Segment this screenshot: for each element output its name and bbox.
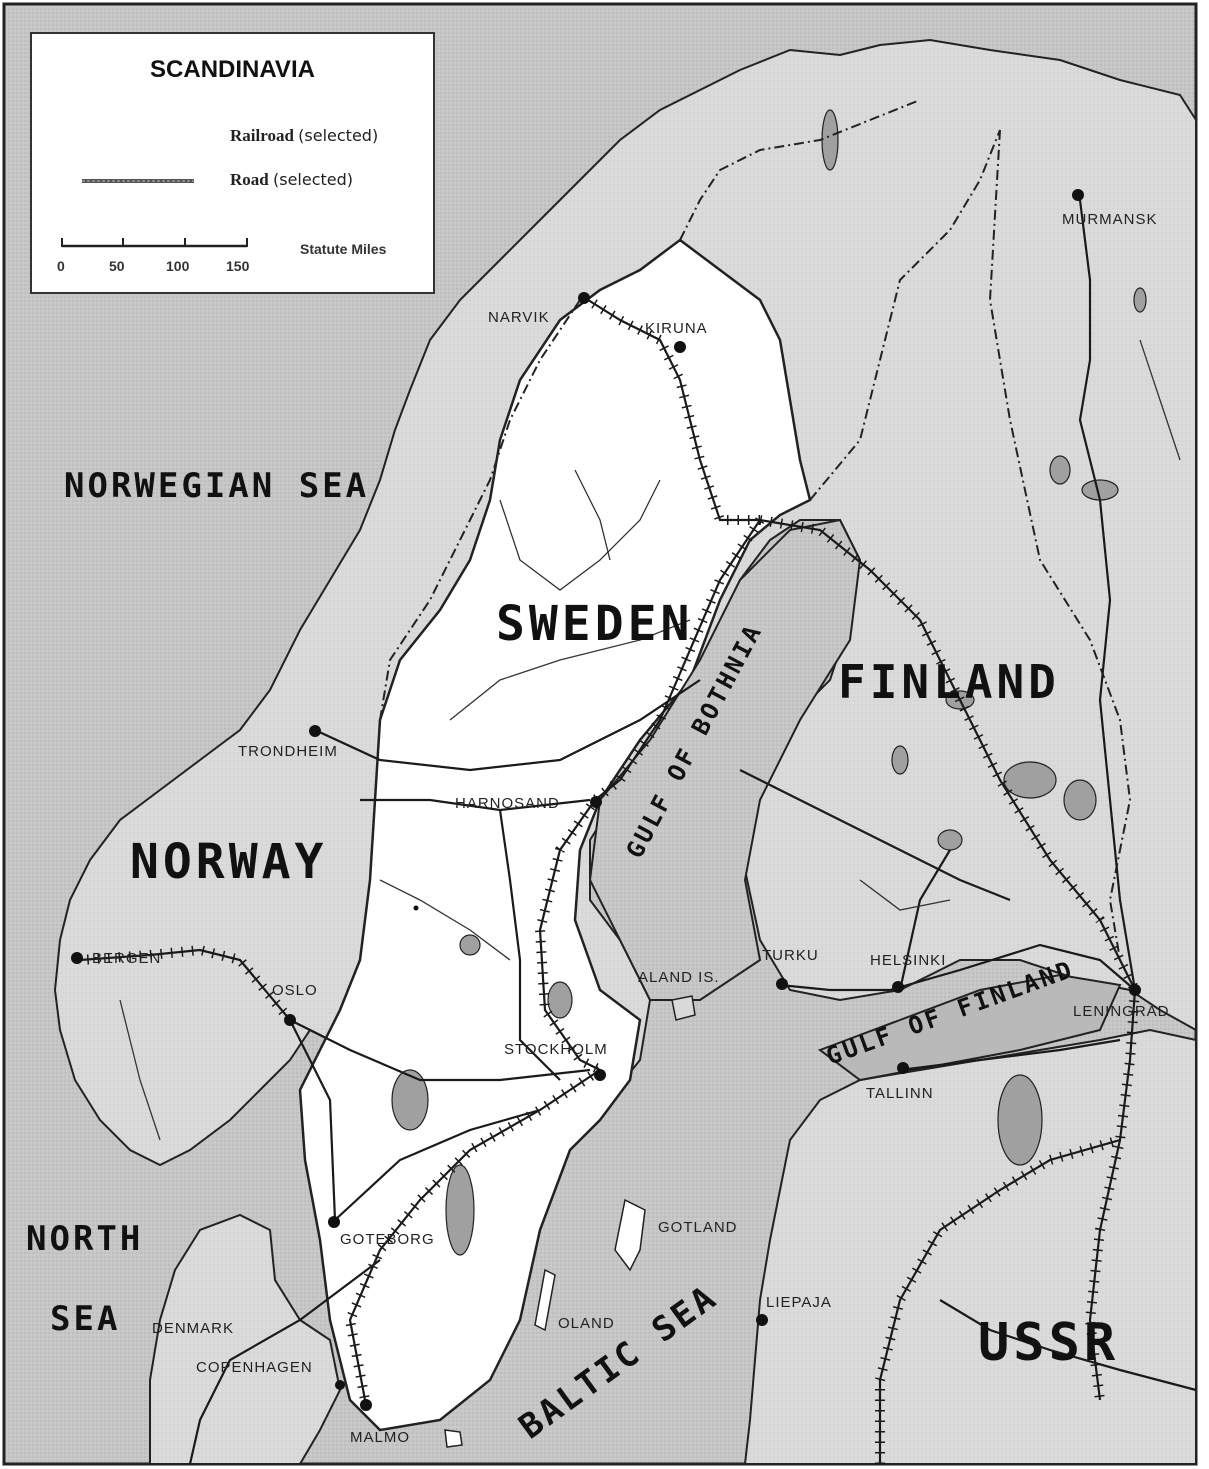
- islands: [444, 995, 696, 1448]
- label-oland: OLAND: [558, 1315, 615, 1332]
- land-baltic-states: [743, 1028, 1197, 1465]
- city-dot-stockholm: [594, 1069, 606, 1081]
- legend-road-note: (selected): [272, 170, 354, 189]
- railroad-ticks: [79, 293, 1140, 1464]
- land-denmark: [149, 1213, 342, 1465]
- legend-railroad-label: Railroad: [230, 126, 294, 145]
- city-dot-tallinn: [897, 1062, 909, 1074]
- lakes: [391, 109, 1147, 1256]
- label-harnosand: HARNOSAND: [455, 795, 560, 812]
- label-kiruna: KIRUNA: [645, 320, 708, 337]
- legend-railroad-note: (selected): [298, 126, 379, 145]
- label-north-sea-1: NORTH: [26, 1219, 143, 1259]
- label-trondheim: TRONDHEIM: [238, 743, 338, 760]
- scale-unit: Statute Miles: [300, 241, 387, 257]
- city-dot-narvik: [578, 292, 590, 304]
- road-symbol: [82, 179, 194, 183]
- roads: [119, 339, 1181, 1141]
- oland-island: [534, 1268, 556, 1332]
- label-tallinn: TALLINN: [866, 1085, 934, 1102]
- label-turku: TURKU: [762, 947, 819, 964]
- city-dot-liepaja: [756, 1314, 768, 1326]
- scale-tick-150: 150: [226, 258, 250, 274]
- label-north-sea-2: SEA: [50, 1299, 120, 1339]
- label-malmo: MALMO: [350, 1429, 410, 1446]
- label-finland: FINLAND: [838, 655, 1060, 709]
- city-dot-murmansk: [1072, 189, 1084, 201]
- legend-road: Road (selected): [230, 170, 353, 190]
- gulf-of-bothnia-water: [588, 518, 862, 1001]
- city-dot-turku: [776, 978, 788, 990]
- city-dot-oslo: [284, 1014, 296, 1026]
- label-copenhagen: COPENHAGEN: [196, 1359, 313, 1376]
- city-dot-bergen: [71, 952, 83, 964]
- label-aland: ALAND IS.: [638, 969, 720, 986]
- label-goteborg: GOTEBORG: [340, 1231, 435, 1248]
- label-leningrad: LENINGRAD: [1073, 1003, 1170, 1020]
- label-oslo: OSLO: [272, 982, 318, 999]
- map-title: SCANDINAVIA: [150, 56, 315, 83]
- scale-tick-0: 0: [57, 258, 65, 274]
- city-dot-copenhagen: [335, 1380, 345, 1390]
- aland-island: [671, 995, 696, 1021]
- label-gotland: GOTLAND: [658, 1219, 738, 1236]
- label-denmark: DENMARK: [152, 1320, 234, 1337]
- railroad-symbol: [82, 137, 197, 139]
- city-dot-goteborg: [328, 1216, 340, 1228]
- city-dot-leningrad: [1129, 984, 1141, 996]
- label-liepaja: LIEPAJA: [766, 1294, 832, 1311]
- scale-tick-50: 50: [109, 258, 125, 274]
- city-dot-helsinki: [892, 981, 904, 993]
- city-dot-kiruna: [674, 341, 686, 353]
- city-dot-malmo: [360, 1399, 372, 1411]
- land-sweden: [298, 238, 812, 1432]
- label-ussr: USSR: [978, 1313, 1119, 1373]
- legend-road-label: Road: [230, 170, 269, 189]
- gotland-island: [614, 1198, 646, 1272]
- label-murmansk: MURMANSK: [1062, 211, 1158, 228]
- label-stockholm: STOCKHOLM: [504, 1041, 608, 1058]
- label-norwegian-sea: NORWEGIAN SEA: [64, 466, 369, 506]
- label-bergen: BERGEN: [92, 950, 161, 967]
- city-dots: [71, 189, 1141, 1411]
- label-sweden: SWEDEN: [496, 596, 693, 652]
- legend-railroad: Railroad (selected): [230, 126, 378, 146]
- scale-tick-100: 100: [166, 258, 190, 274]
- bornholm-island: [444, 1429, 463, 1448]
- railroads: [79, 199, 1197, 1465]
- label-norway: NORWAY: [130, 834, 327, 890]
- scale-bar: [61, 238, 248, 248]
- label-helsinki: HELSINKI: [870, 952, 946, 969]
- label-narvik: NARVIK: [488, 309, 550, 326]
- city-dot-trondheim: [309, 725, 321, 737]
- city-dot-harnosand: [590, 796, 602, 808]
- map-legend: SCANDINAVIA Railroad (selected) Road (se…: [30, 32, 435, 294]
